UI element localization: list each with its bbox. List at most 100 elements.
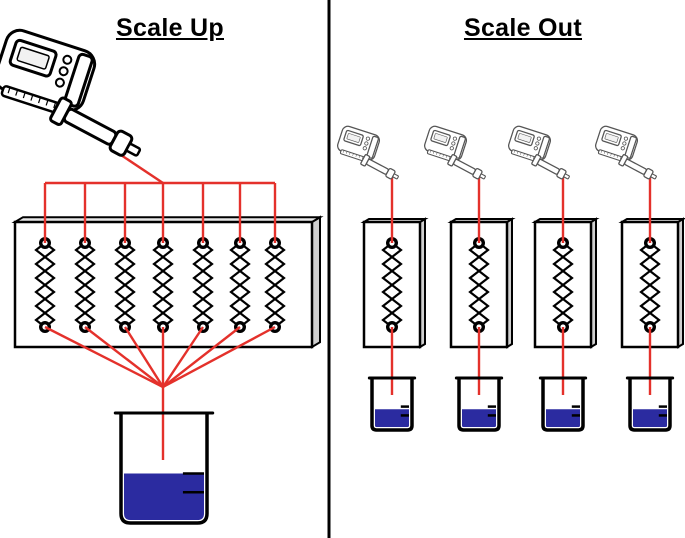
pump-syringe: [49, 96, 142, 157]
scale-up-title: Scale Up: [115, 14, 224, 42]
reactor-channel-zigzag: [192, 242, 214, 328]
pump-button: [362, 146, 367, 151]
reactor-channel-zigzag: [552, 242, 574, 328]
pump-body: [508, 125, 552, 163]
pump-rail-tick: [45, 99, 49, 106]
pump-button: [451, 141, 456, 146]
pump-button: [58, 66, 69, 77]
scale-out-beaker: [625, 376, 675, 432]
pump-syringe: [531, 154, 570, 180]
beaker-outline: [119, 413, 209, 525]
tubing-line: [162, 326, 241, 388]
pump-screen: [433, 133, 448, 143]
reactor-channel-zigzag: [381, 242, 403, 328]
reactor-channel-zigzag: [114, 242, 136, 328]
scale-out-reactor: [618, 217, 685, 349]
beaker-outline: [370, 378, 414, 432]
syringe-plunger: [447, 154, 458, 167]
pump-button: [536, 136, 542, 141]
pump-screen: [346, 133, 361, 143]
scale-out-beaker: [538, 376, 588, 432]
pump-body: [337, 125, 381, 163]
syringe-tip: [650, 173, 657, 180]
scale-out-beaker: [454, 376, 504, 432]
syringe-tip: [563, 173, 570, 180]
pump-rail-tick: [342, 150, 345, 153]
tubing-line: [162, 326, 204, 388]
scale-up-pump: [0, 28, 142, 157]
tubing-line: [84, 326, 164, 388]
pump-rail-tick: [358, 155, 361, 158]
scale-out-title: Scale Out: [463, 14, 583, 42]
tubing-line: [162, 325, 276, 389]
scale-out-pump: [424, 125, 486, 180]
beaker-outline: [541, 378, 585, 432]
syringe-plunger: [531, 154, 542, 167]
pump-body: [424, 125, 468, 163]
reactor-channel-zigzag: [74, 242, 96, 328]
pump-rail-tick: [604, 151, 606, 154]
pump-rail-tick: [53, 102, 57, 109]
pump-button: [364, 141, 369, 146]
pump-rail-tick: [7, 87, 11, 94]
pump-button: [449, 146, 454, 151]
scale-out-reactor: [447, 217, 516, 349]
scale-out-pump: [595, 125, 657, 180]
pump-syringe: [618, 154, 657, 180]
pump-rail-tick: [355, 154, 357, 157]
reactor-channel-zigzag: [152, 242, 174, 328]
pump-rail-tick: [520, 152, 522, 155]
pump-rail-tick: [610, 153, 612, 156]
pump-body: [0, 28, 97, 118]
syringe-tip: [392, 173, 399, 180]
pump-rail-tick: [22, 92, 26, 99]
beaker-liquid: [546, 409, 580, 427]
syringe-barrel: [366, 158, 389, 175]
beaker-liquid: [124, 473, 204, 520]
tubing-line: [44, 325, 164, 389]
reactor-channel-zigzag: [34, 242, 56, 328]
pump-rail-tick: [436, 152, 438, 155]
scale-out-pump: [508, 125, 570, 180]
pump-rail-tick: [30, 94, 34, 101]
pump-rail-tick: [517, 151, 519, 154]
pump-rail-tick: [613, 154, 615, 157]
reactor-channel-zigzag: [468, 242, 490, 328]
syringe-plunger: [360, 154, 371, 167]
pump-rail-tick: [526, 154, 528, 157]
syringe-tip: [125, 142, 142, 157]
syringe-barrel: [537, 158, 560, 175]
pump-button: [623, 136, 629, 141]
pump-rail-tick: [448, 156, 451, 159]
scale-out-reactor: [360, 217, 429, 349]
syringe-barrel: [624, 158, 647, 175]
pump-button: [365, 136, 371, 141]
scale-up-beaker: [113, 411, 215, 525]
pump-button: [622, 141, 627, 146]
pump-screen: [517, 133, 532, 143]
scale-out-reactor: [531, 217, 600, 349]
scale-out-pump: [337, 125, 399, 180]
pump-rail-tick: [429, 150, 432, 153]
pump-button: [535, 141, 540, 146]
beaker-liquid: [375, 409, 409, 427]
pump-rail-tick: [445, 155, 448, 158]
pump-rail-tick: [529, 155, 532, 158]
pump-body: [595, 125, 639, 163]
pump-button: [62, 54, 73, 65]
pump-rail-tick: [619, 156, 622, 159]
pump-rail-tick: [523, 153, 525, 156]
pump-screen: [604, 133, 619, 143]
pump-rail-tick: [600, 150, 603, 153]
pump-rail-tick: [352, 153, 354, 156]
beaker-liquid: [633, 409, 667, 427]
tubing-line: [123, 326, 165, 388]
pump-screen: [16, 46, 50, 70]
reactor-channel-zigzag: [639, 242, 661, 328]
syringe-barrel: [453, 158, 476, 175]
pump-rail-tick: [442, 154, 444, 157]
pump-button: [54, 77, 65, 88]
pump-syringe: [447, 154, 486, 180]
pump-button: [620, 146, 625, 151]
